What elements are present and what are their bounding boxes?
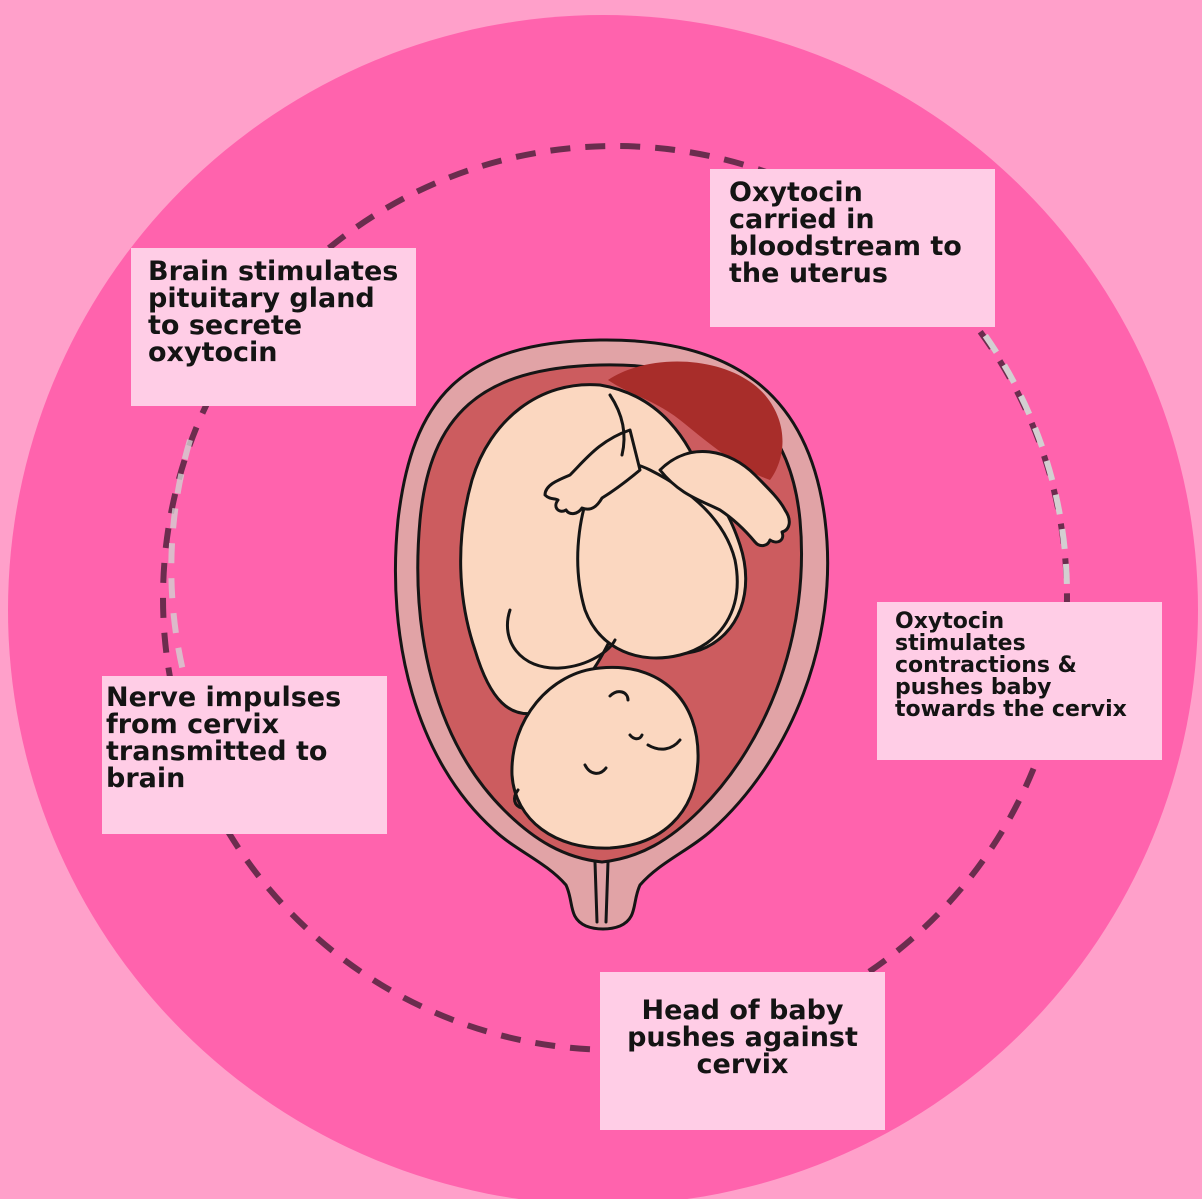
step-head-pushes-cervix: Head of baby pushes against cervix xyxy=(600,972,885,1130)
step-brain-stimulates-pituitary: Brain stimulates pituitary gland to secr… xyxy=(131,248,416,406)
step-nerve-impulses-to-brain: Nerve impulses from cervix transmitted t… xyxy=(102,676,387,834)
step-oxytocin-in-bloodstream: Oxytocin carried in bloodstream to the u… xyxy=(710,169,995,327)
step-oxytocin-stimulates-contractions: Oxytocin stimulates contractions & pushe… xyxy=(877,602,1162,760)
